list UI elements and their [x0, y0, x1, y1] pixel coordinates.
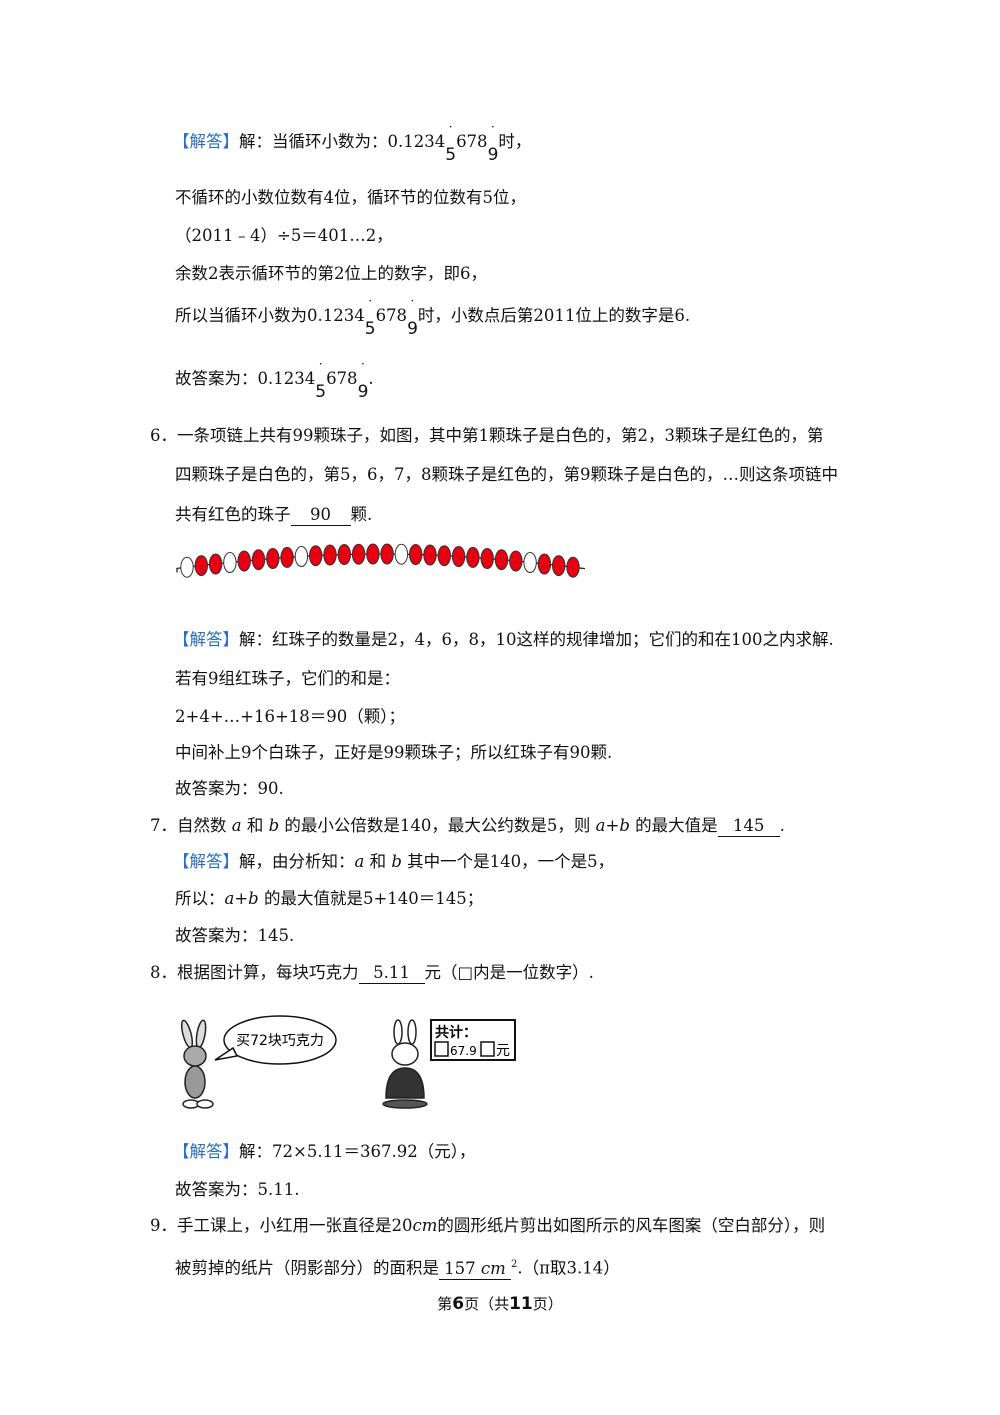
- repeating-digit: ·5: [364, 294, 376, 339]
- rabbit-sign-figure: 共计： 67.9 元: [382, 1019, 516, 1109]
- red-bead: [366, 543, 380, 565]
- q7-solution-line2: 所以：a+b 的最大值就是5+140＝145；: [175, 889, 484, 908]
- red-bead: [266, 548, 280, 569]
- repeating-digit: ·9: [357, 357, 369, 402]
- red-bead: [466, 546, 480, 568]
- q8-solution-line1: 【解答】解：72×5.11＝367.92（元），: [173, 1142, 476, 1161]
- red-bead: [380, 543, 394, 565]
- q8-final-answer: 故答案为：5.11.: [175, 1180, 300, 1199]
- white-bead: [180, 556, 194, 578]
- answer-tag: 【解答】: [173, 852, 239, 871]
- red-bead: [480, 548, 494, 569]
- red-bead: [208, 553, 223, 575]
- digit-box: [480, 1041, 495, 1057]
- red-bead: [323, 544, 337, 566]
- speech-bubble: [223, 1015, 337, 1065]
- answer-tag: 【解答】: [173, 132, 239, 151]
- red-bead: [194, 555, 208, 577]
- red-bead: [280, 546, 294, 568]
- red-bead: [451, 546, 466, 567]
- red-bead: [251, 549, 266, 571]
- q6-solution-line3: 2+4+…+16+18＝90（颗）；: [175, 707, 406, 726]
- page-footer: 第6页（共11页）: [437, 1294, 563, 1314]
- sign-value: 67.9: [450, 1044, 477, 1058]
- q5-solution-line4: 余数2表示循环节的第2位上的数字，即6，: [175, 264, 487, 283]
- red-bead: [309, 545, 323, 567]
- q7-solution-line1: 【解答】解，由分析知：a 和 b 其中一个是140，一个是5，: [173, 852, 615, 871]
- repeating-digit: ·9: [407, 294, 418, 339]
- bubble-text: 买72块巧克力: [236, 1033, 324, 1049]
- white-bead: [294, 546, 309, 567]
- q6-final-answer: 故答案为：90.: [175, 779, 284, 798]
- white-bead: [523, 552, 537, 573]
- q7-question: 7．自然数 a 和 b 的最小公倍数是140，最大公约数是5，则 a+b 的最大…: [150, 816, 785, 837]
- repeating-digit: ·5: [445, 120, 457, 165]
- white-bead: [394, 543, 409, 565]
- answer-tag: 【解答】: [173, 630, 239, 649]
- red-bead: [409, 544, 423, 565]
- necklace-figure: [176, 543, 586, 578]
- q8-answer-blank: 5.11: [358, 963, 425, 984]
- red-bead: [437, 545, 451, 567]
- q9-question-line1: 9．手工课上，小红用一张直径是20cm的圆形纸片剪出如图所示的风车图案（空白部分…: [150, 1216, 826, 1235]
- red-bead: [509, 550, 523, 572]
- red-bead: [351, 543, 366, 565]
- rabbit-icon: [180, 1019, 214, 1109]
- q7-final-answer: 故答案为：145.: [175, 926, 295, 945]
- q5-final-answer: 故答案为：0.1234·5678·9.: [175, 357, 374, 402]
- answer-tag: 【解答】: [173, 1142, 239, 1161]
- white-bead: [223, 552, 237, 573]
- red-bead: [337, 544, 352, 565]
- q6-solution-line1: 【解答】解：红珠子的数量是2，4，6，8，10这样的规律增加；它们的和在100之…: [173, 630, 834, 649]
- q5-solution-line2: 不循环的小数位数有4位，循环节的位数有5位，: [175, 188, 526, 207]
- q5-solution-line5: 所以当循环小数为0.1234·5678·9时，小数点后第2011位上的数字是6.: [175, 294, 691, 339]
- q6-solution-line4: 中间补上9个白珠子，正好是99颗珠子；所以红珠子有90颗.: [175, 743, 613, 762]
- red-bead: [237, 550, 251, 572]
- red-bead: [494, 549, 509, 571]
- q6-question-line2: 四颗珠子是白色的，第5，6，7，8颗珠子是红色的，第9颗珠子是白色的，…则这条项…: [175, 465, 838, 484]
- digit-box: [434, 1041, 449, 1057]
- q6-answer-blank: 90: [290, 505, 351, 526]
- red-bead: [423, 544, 437, 566]
- q7-answer-blank: 145: [717, 816, 780, 837]
- sign-title: 共计：: [435, 1024, 477, 1041]
- repeating-digit: ·5: [315, 357, 327, 402]
- red-bead: [552, 555, 566, 577]
- sign-unit: 元: [496, 1043, 510, 1059]
- q6-solution-line2: 若有9组红珠子，它们的和是：: [175, 669, 400, 688]
- repeating-digit: ·9: [487, 120, 499, 165]
- red-bead: [537, 553, 552, 575]
- q6-question-line1: 6．一条项链上共有99颗珠子，如图，其中第1颗珠子是白色的，第2，3颗珠子是红色…: [150, 426, 824, 445]
- q9-answer-blank: 157 cm: [439, 1259, 511, 1280]
- rabbit-cashier-icon: [382, 1019, 428, 1109]
- q5-solution-line1: 【解答】解：当循环小数为：0.1234·5678·9时，: [173, 120, 532, 165]
- rabbit-bubble-figure: 买72块巧克力: [180, 1015, 337, 1109]
- q5-solution-line3: （2011﹣4）÷5＝401…2，: [175, 226, 393, 245]
- red-bead: [566, 556, 580, 578]
